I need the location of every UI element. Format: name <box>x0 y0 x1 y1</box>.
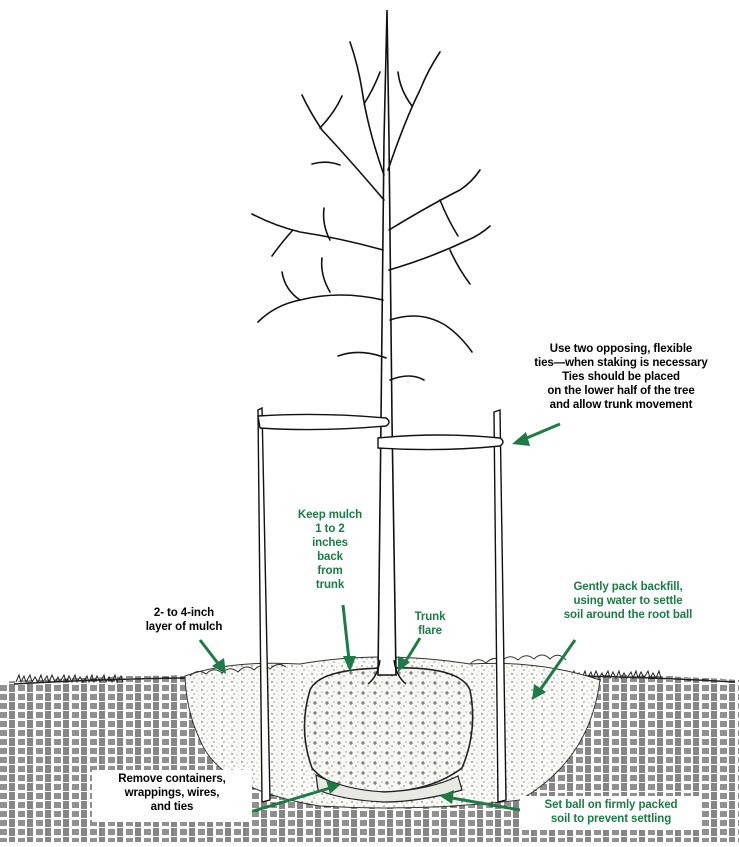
label-set-ball-line: Set ball on firmly packed <box>520 798 702 812</box>
tie-left <box>258 414 389 429</box>
arrow-staking <box>522 424 560 440</box>
label-remove-line: and ties <box>92 800 252 814</box>
label-staking-line: Use two opposing, flexible <box>505 342 737 356</box>
label-backfill: Gently pack backfill, using water to set… <box>528 580 728 622</box>
arrow-staking-head <box>512 432 530 446</box>
label-keep-mulch-line: trunk <box>285 578 375 592</box>
arrow-mulch-layer <box>200 640 220 666</box>
label-keep-mulch-line: Keep mulch <box>285 508 375 522</box>
label-trunk-flare-line: Trunk <box>400 610 460 624</box>
label-keep-mulch-line: inches <box>285 536 375 550</box>
label-staking-line: and allow trunk movement <box>505 398 737 412</box>
label-mulch-layer-line: layer of mulch <box>128 620 240 634</box>
label-remove: Remove containers, wrappings, wires, and… <box>92 772 252 814</box>
root-ball <box>304 668 472 792</box>
label-set-ball: Set ball on firmly packed soil to preven… <box>520 798 702 826</box>
label-keep-mulch-line: from <box>285 564 375 578</box>
label-staking-line: Ties should be placed <box>505 370 737 384</box>
label-backfill-line: Gently pack backfill, <box>528 580 728 594</box>
tree-trunk <box>378 10 396 675</box>
label-mulch-layer-line: 2- to 4-inch <box>128 606 240 620</box>
label-trunk-flare: Trunk flare <box>400 610 460 638</box>
label-trunk-flare-line: flare <box>400 624 460 638</box>
label-backfill-line: using water to settle <box>528 594 728 608</box>
label-keep-mulch-line: back <box>285 550 375 564</box>
tie-right <box>378 435 503 450</box>
label-backfill-line: soil around the root ball <box>528 608 728 622</box>
label-remove-line: Remove containers, <box>92 772 252 786</box>
label-set-ball-line: soil to prevent settling <box>520 812 702 826</box>
label-mulch-layer: 2- to 4-inch layer of mulch <box>128 606 240 634</box>
label-keep-mulch-line: 1 to 2 <box>285 522 375 536</box>
label-keep-mulch: Keep mulch 1 to 2 inches back from trunk <box>285 508 375 592</box>
label-staking-line: on the lower half of the tree <box>505 384 737 398</box>
label-remove-line: wrappings, wires, <box>92 786 252 800</box>
arrow-keep-mulch <box>343 605 349 660</box>
tree-branches <box>252 42 490 380</box>
label-staking: Use two opposing, flexible ties—when sta… <box>505 342 737 412</box>
label-staking-line: ties—when staking is necessary <box>505 356 737 370</box>
